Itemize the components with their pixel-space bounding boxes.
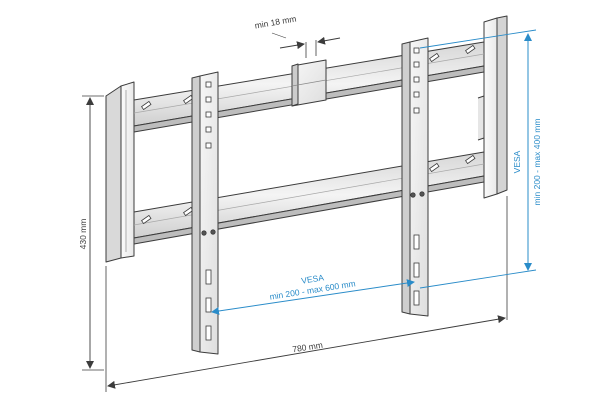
right-arm-holes (410, 47, 425, 306)
vesa-vertical-dimension (419, 29, 537, 289)
left-end-cap (105, 81, 135, 263)
min-gap-label: min 18 mm (254, 13, 297, 30)
center-clamp (291, 59, 327, 107)
vesa-vertical-label: VESA (512, 150, 522, 173)
height-dimension (82, 95, 104, 371)
width-dimension (105, 196, 508, 392)
vesa-horizontal-dimension (211, 279, 415, 315)
vesa-vertical-range: min 200 - max 400 mm (532, 119, 542, 206)
min-gap-dimension (271, 32, 341, 58)
lower-rail (133, 151, 485, 245)
height-dimension-label: 430 mm (78, 219, 88, 250)
vesa-horizontal-label: VESA (301, 272, 325, 285)
rail-slots (141, 44, 476, 225)
right-end-cap (477, 15, 508, 199)
width-dimension-label: 780 mm (292, 340, 324, 355)
